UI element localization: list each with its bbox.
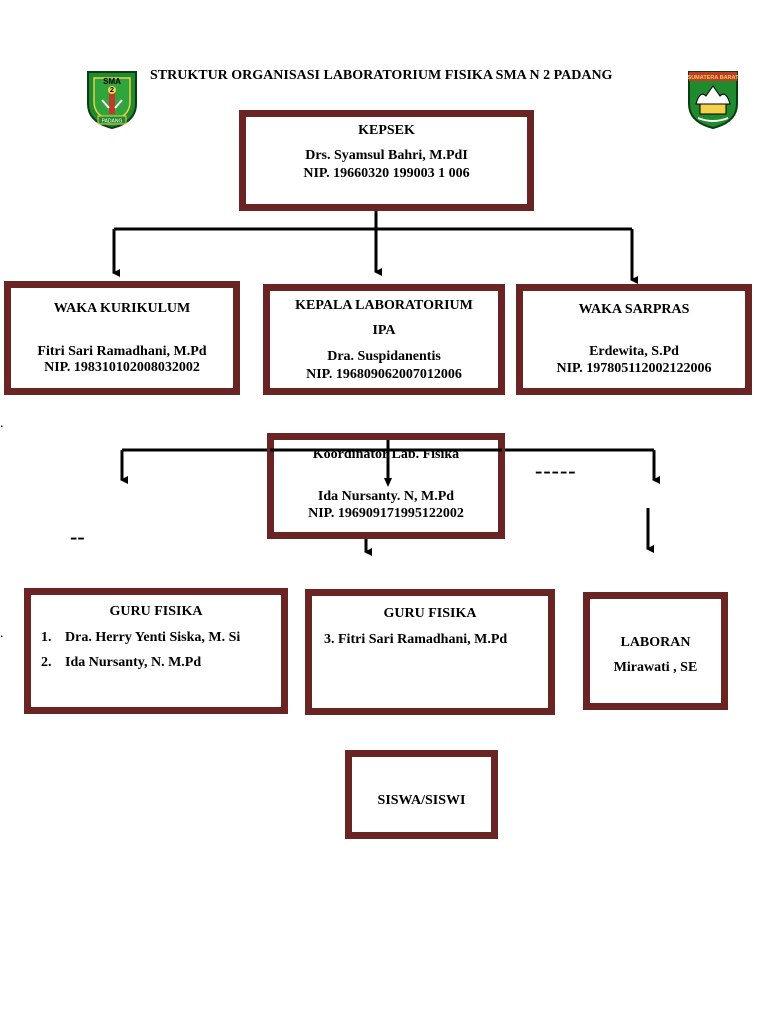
logo-banner-text: SUMATERA BARAT [688,75,740,81]
kepsek-box: KEPSEK Drs. Syamsul Bahri, M.PdI NIP. 19… [239,110,534,211]
school-emblem-icon: SMA 2 PADANG [87,71,137,130]
kepala-lab-name: Dra. Suspidanentis [327,349,441,364]
laboran-box: LABORAN Mirawati , SE [583,592,728,710]
guru-fisika-box-2: GURU FISIKA 3. Fitri Sari Ramadhani, M.P… [305,589,555,715]
logo-text-mid: 2 [110,87,114,94]
kepsek-name: Drs. Syamsul Bahri, M.PdI [305,148,468,163]
provincial-emblem-icon: SUMATERA BARAT [688,71,740,130]
waka-kurikulum-name: Fitri Sari Ramadhani, M.Pd [37,344,207,359]
guru-fisika-1-item-2: 2. Ida Nursanty, N. M.Pd [41,655,201,671]
waka-kurikulum-nip: NIP. 198310102008032002 [44,360,200,375]
item-number: 1. [41,630,52,645]
guru-fisika-2-role: GURU FISIKA [383,606,477,621]
stray-dot-2: . [0,626,4,641]
logo-text-top: SMA [103,77,121,86]
item-name: Ida Nursanty, N. M.Pd [65,655,202,670]
siswa-box: SISWA/SISWI [345,750,498,839]
guru-fisika-1-role: GURU FISIKA [109,604,203,619]
logo-text-bottom: PADANG [102,119,123,125]
item-number: 2. [41,655,52,670]
laboran-role: LABORAN [620,635,691,650]
kepsek-role: KEPSEK [358,123,415,138]
waka-sarpras-nip: NIP. 197805112002122006 [556,361,712,376]
siswa-role: SISWA/SISWI [377,793,466,808]
stray-dot-1: . [0,416,4,431]
guru-fisika-2-item: 3. Fitri Sari Ramadhani, M.Pd [324,632,508,647]
koordinator-nip: NIP. 196909171995122002 [308,506,464,521]
kepala-lab-box: KEPALA LABORATORIUM IPA Dra. Suspidanent… [263,284,505,395]
kepala-lab-role-line1: KEPALA LABORATORIUM [295,298,473,313]
kepala-lab-role-line2: IPA [372,323,396,338]
guru-fisika-1-item-1: 1. Dra. Herry Yenti Siska, M. Si [41,630,240,646]
waka-sarpras-name: Erdewita, S.Pd [589,344,679,359]
waka-sarpras-role: WAKA SARPRAS [578,302,690,317]
item-name: Dra. Herry Yenti Siska, M. Si [65,630,241,645]
kepala-lab-nip: NIP. 196809062007012006 [306,367,462,382]
page-title: STRUKTUR ORGANISASI LABORATORIUM FISIKA … [150,68,613,83]
guru-fisika-box-1: GURU FISIKA 1. Dra. Herry Yenti Siska, M.… [24,588,288,714]
dashes-right: ----- [535,458,577,483]
dashes-left: -- [70,524,85,549]
waka-kurikulum-box: WAKA KURIKULUM Fitri Sari Ramadhani, M.P… [4,281,240,395]
kepsek-nip: NIP. 19660320 199003 1 006 [303,166,470,181]
laboran-name: Mirawati , SE [613,660,698,675]
koordinator-name: Ida Nursanty. N, M.Pd [317,489,455,504]
waka-sarpras-box: WAKA SARPRAS Erdewita, S.Pd NIP. 1978051… [516,284,752,395]
waka-kurikulum-role: WAKA KURIKULUM [53,301,191,316]
